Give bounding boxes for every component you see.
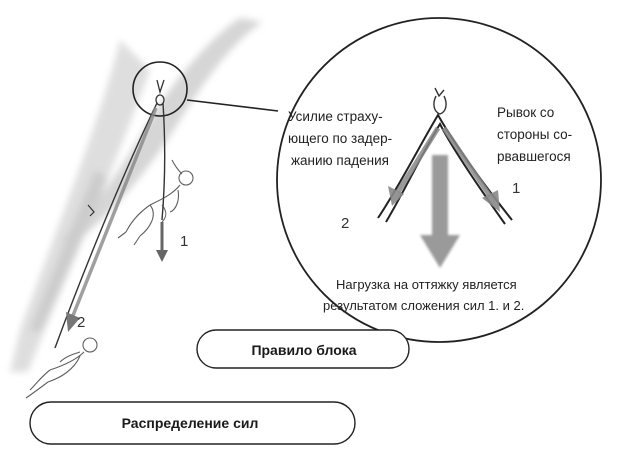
- anchor-load-annotation: Нагрузка на оттяжку является результатом…: [323, 277, 524, 313]
- svg-text:Усилие страху-: Усилие страху-: [288, 109, 383, 124]
- svg-text:Распределение сил: Распределение сил: [122, 415, 259, 431]
- magnified-force-arrow-2: [388, 126, 441, 206]
- belayer-force-annotation: Усилие страху- ющего по задер- жанию пад…: [288, 109, 392, 168]
- belayer-figure: [25, 337, 98, 399]
- magnified-carabiner: [433, 87, 447, 115]
- resultant-load-arrow: [420, 155, 460, 268]
- svg-text:ющего по задер-: ющего по задер-: [288, 131, 392, 146]
- main-force-arrow-2: [66, 107, 158, 332]
- falling-climber-figure: [117, 159, 194, 246]
- magnified-force-label-1: 1: [512, 180, 520, 197]
- svg-text:Нагрузка на оттяжку является: Нагрузка на оттяжку является: [336, 277, 517, 292]
- rope-protection-point: [87, 204, 95, 217]
- magnified-force-label-2: 2: [341, 215, 349, 232]
- anchor-quickdraw-small: [155, 79, 165, 106]
- svg-text:Рывок со: Рывок со: [497, 105, 554, 120]
- main-force-label-1: 1: [180, 233, 188, 250]
- svg-text:результатом сложения сил 1. и: результатом сложения сил 1. и 2.: [323, 298, 524, 313]
- magnified-force-arrow-1: [441, 126, 500, 212]
- fall-jerk-annotation: Рывок со стороны со- рвавшегося: [497, 105, 572, 164]
- force-distribution-banner: Распределение сил: [29, 401, 356, 445]
- main-force-label-2: 2: [77, 314, 85, 331]
- svg-text:рвавшегося: рвавшегося: [497, 149, 571, 164]
- anchor-highlight-circle: [132, 61, 188, 117]
- svg-text:Правило блока: Правило блока: [251, 342, 356, 358]
- pulley-rule-banner: Правило блока: [196, 329, 410, 369]
- main-rope: [54, 102, 166, 349]
- svg-text:жанию падения: жанию падения: [291, 153, 389, 168]
- magnifier-connector: [186, 99, 279, 112]
- svg-text:стороны со-: стороны со-: [497, 127, 572, 142]
- rock-wall-shading: [10, 18, 262, 372]
- main-force-arrow-1: [156, 222, 168, 262]
